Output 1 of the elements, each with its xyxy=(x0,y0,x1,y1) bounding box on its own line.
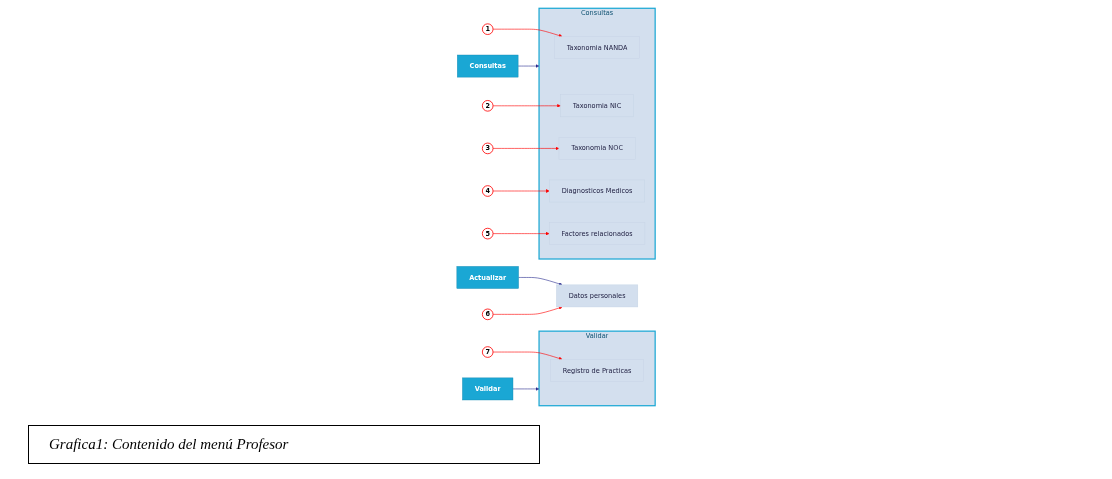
figure-caption: Grafica1: Contenido del menú Profesor xyxy=(28,425,540,464)
